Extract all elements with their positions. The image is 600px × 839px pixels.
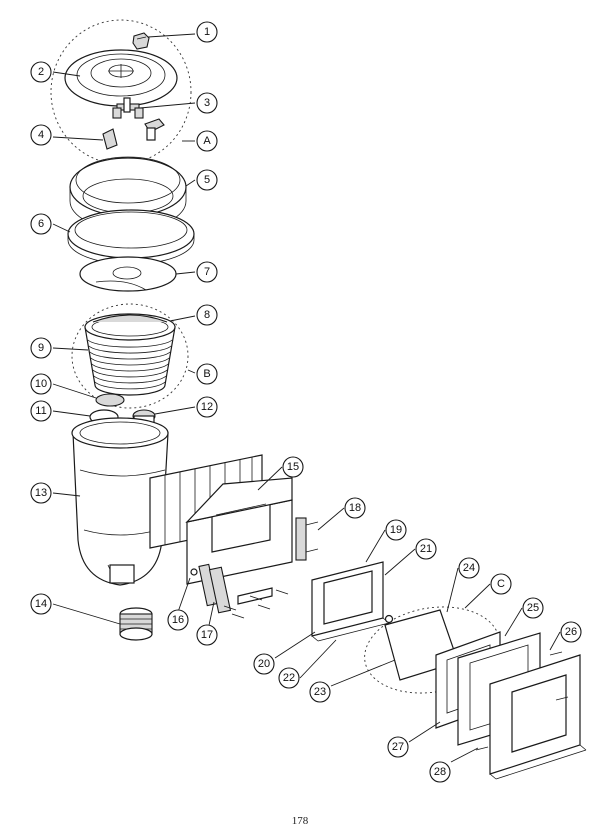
callout-23: 23 <box>309 681 331 703</box>
callout-3: 3 <box>196 92 218 114</box>
callout-4: 4 <box>30 124 52 146</box>
callout-1: 1 <box>196 21 218 43</box>
callout-16: 16 <box>167 609 189 631</box>
callout-label: 3 <box>204 97 210 109</box>
callout-13: 13 <box>30 482 52 504</box>
callout-label: 2 <box>38 66 44 78</box>
callout-label: 16 <box>172 614 184 626</box>
callout-21: 21 <box>415 538 437 560</box>
lid-latch <box>112 97 144 119</box>
page-number: 178 <box>291 815 309 827</box>
callout-A: A <box>196 130 218 152</box>
callout-label: 23 <box>314 686 326 698</box>
skimmer-lid <box>64 49 178 107</box>
callout-label: 15 <box>287 461 299 473</box>
callout-label: 13 <box>35 487 47 499</box>
screws <box>223 589 289 619</box>
retaining-clips <box>102 118 165 150</box>
group-b-outline <box>71 303 189 409</box>
callout-label: A <box>203 135 211 147</box>
callout-11: 11 <box>30 400 52 422</box>
callout-22: 22 <box>278 667 300 689</box>
bracket-with-screws <box>295 517 319 561</box>
callout-15: 15 <box>282 456 304 478</box>
callout-19: 19 <box>385 519 407 541</box>
cover-plate <box>79 256 177 292</box>
callout-label: C <box>497 578 505 590</box>
callout-6: 6 <box>30 213 52 235</box>
leader-lines <box>52 33 561 763</box>
callout-10: 10 <box>30 373 52 395</box>
callout-label: 8 <box>204 309 210 321</box>
callout-label: 7 <box>204 266 210 278</box>
callout-label: 24 <box>463 562 475 574</box>
callout-B: B <box>196 363 218 385</box>
callout-label: 12 <box>201 401 213 413</box>
callout-label: 21 <box>420 543 432 555</box>
callout-9: 9 <box>30 337 52 359</box>
callout-7: 7 <box>196 261 218 283</box>
callout-label: 25 <box>527 602 539 614</box>
callout-label: 6 <box>38 218 44 230</box>
callout-5: 5 <box>196 169 218 191</box>
lid-knob <box>132 32 150 50</box>
callout-8: 8 <box>196 304 218 326</box>
callout-C: C <box>490 573 512 595</box>
skimmer-body <box>71 417 263 586</box>
callout-label: 1 <box>204 26 210 38</box>
callout-label: 14 <box>35 598 47 610</box>
callout-label: 28 <box>434 766 446 778</box>
callout-label: B <box>203 368 210 380</box>
callout-label: 10 <box>35 378 47 390</box>
callout-label: 22 <box>283 672 295 684</box>
callout-label: 19 <box>390 524 402 536</box>
skimmer-basket <box>84 313 176 396</box>
callout-18: 18 <box>344 497 366 519</box>
callout-25: 25 <box>522 597 544 619</box>
callout-28: 28 <box>429 761 451 783</box>
adjustable-ring <box>67 209 195 265</box>
callout-24: 24 <box>458 557 480 579</box>
callout-12: 12 <box>196 396 218 418</box>
callout-label: 17 <box>201 629 213 641</box>
callout-label: 5 <box>204 174 210 186</box>
callout-26: 27 <box>387 736 409 758</box>
callout-label: 27 <box>392 741 404 753</box>
callout-label: 11 <box>35 405 46 417</box>
callout-label: 26 <box>565 626 577 638</box>
callout-17: 17 <box>196 624 218 646</box>
callout-label: 9 <box>38 342 44 354</box>
mounting-frame <box>311 561 390 642</box>
threaded-pipe-fitting <box>119 607 153 641</box>
callout-label: 18 <box>349 502 361 514</box>
side-bracket-right <box>208 566 273 614</box>
throat-frame <box>185 477 293 585</box>
callout-14: 14 <box>30 593 52 615</box>
callout-27: 26 <box>560 621 582 643</box>
outer-faceplate <box>475 651 587 780</box>
callout-2: 2 <box>30 61 52 83</box>
callout-label: 4 <box>38 129 44 141</box>
callout-20: 20 <box>253 653 275 675</box>
float-disc <box>95 393 125 407</box>
callout-label: 20 <box>258 658 270 670</box>
